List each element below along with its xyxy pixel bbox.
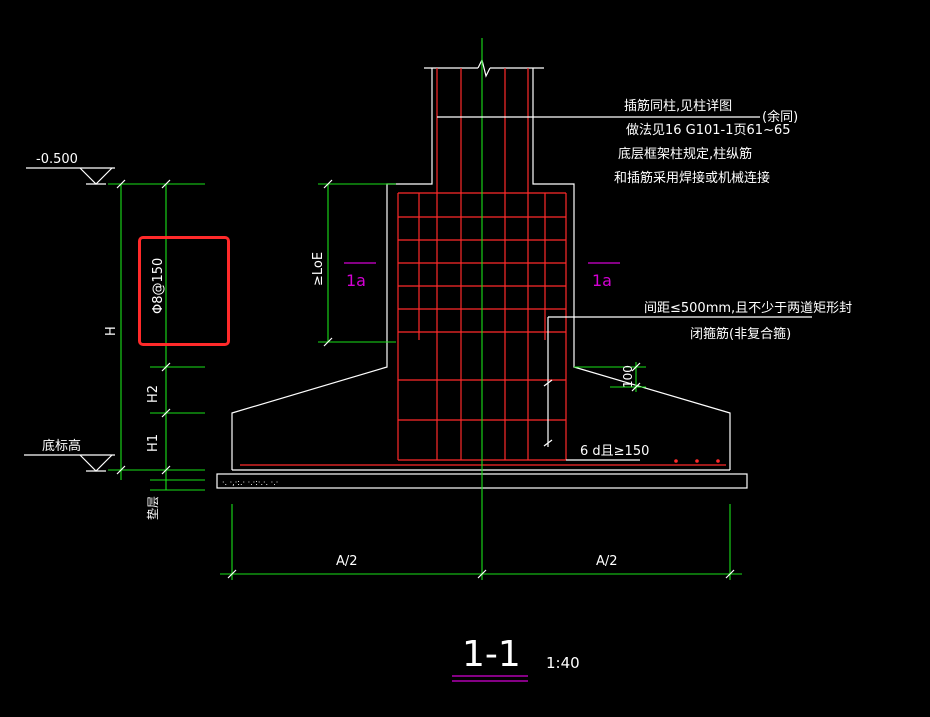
dim-100-label: 100 (621, 365, 635, 388)
note-4: 和插筋采用焊接或机械连接 (614, 170, 770, 186)
note-2: 做法见16 G101-1页61~65 (626, 123, 791, 138)
note-3: 底层框架柱规定,柱纵筋 (618, 146, 752, 162)
note-1: 插筋同柱,见柱详图 (624, 98, 732, 114)
note-5: 间距≤500mm,且不少于两道矩形封 (644, 301, 852, 316)
left-dimension-chain (108, 179, 205, 491)
dim-a-left: A/2 (336, 554, 358, 569)
la-left-label: 1a (346, 271, 366, 290)
dimension-100 (574, 362, 646, 392)
section-scale: 1:40 (546, 654, 580, 672)
svg-text:·. ·,·:.· ·.·:·.·. ·.·: ·. ·,·:.· ·.·:·.·. ·.· (222, 478, 278, 487)
level-marker-top (26, 167, 115, 185)
dim-h2-label: H2 (146, 385, 161, 403)
bottom-anchor-note: 6 d且≥150 (580, 444, 649, 459)
note-2-suffix: (余同) (762, 109, 798, 125)
note-6: 闭箍筋(非复合箍) (690, 326, 791, 342)
dim-a-right: A/2 (596, 554, 618, 569)
la-right-label: 1a (592, 271, 612, 290)
level-bottom-label: 底标高 (42, 438, 81, 454)
bottom-dimension (220, 504, 742, 580)
anchor-length-dimension (318, 179, 396, 347)
highlight-box (138, 236, 230, 346)
stirrup-spec-label: Φ8@150 (151, 258, 166, 314)
section-title: 1-1 (462, 634, 521, 675)
anchor-length-label: ≥LoE (311, 252, 326, 286)
footing-outline (231, 58, 731, 471)
level-top-label: -0.500 (36, 152, 78, 167)
bottom-mat-rebar (240, 459, 726, 466)
leader-lines (437, 116, 812, 461)
level-marker-bottom (24, 454, 115, 472)
dim-h1-label: H1 (146, 434, 161, 452)
dim-h-label: H (104, 326, 119, 336)
dim-cushion-label: 垫层 (145, 496, 160, 520)
